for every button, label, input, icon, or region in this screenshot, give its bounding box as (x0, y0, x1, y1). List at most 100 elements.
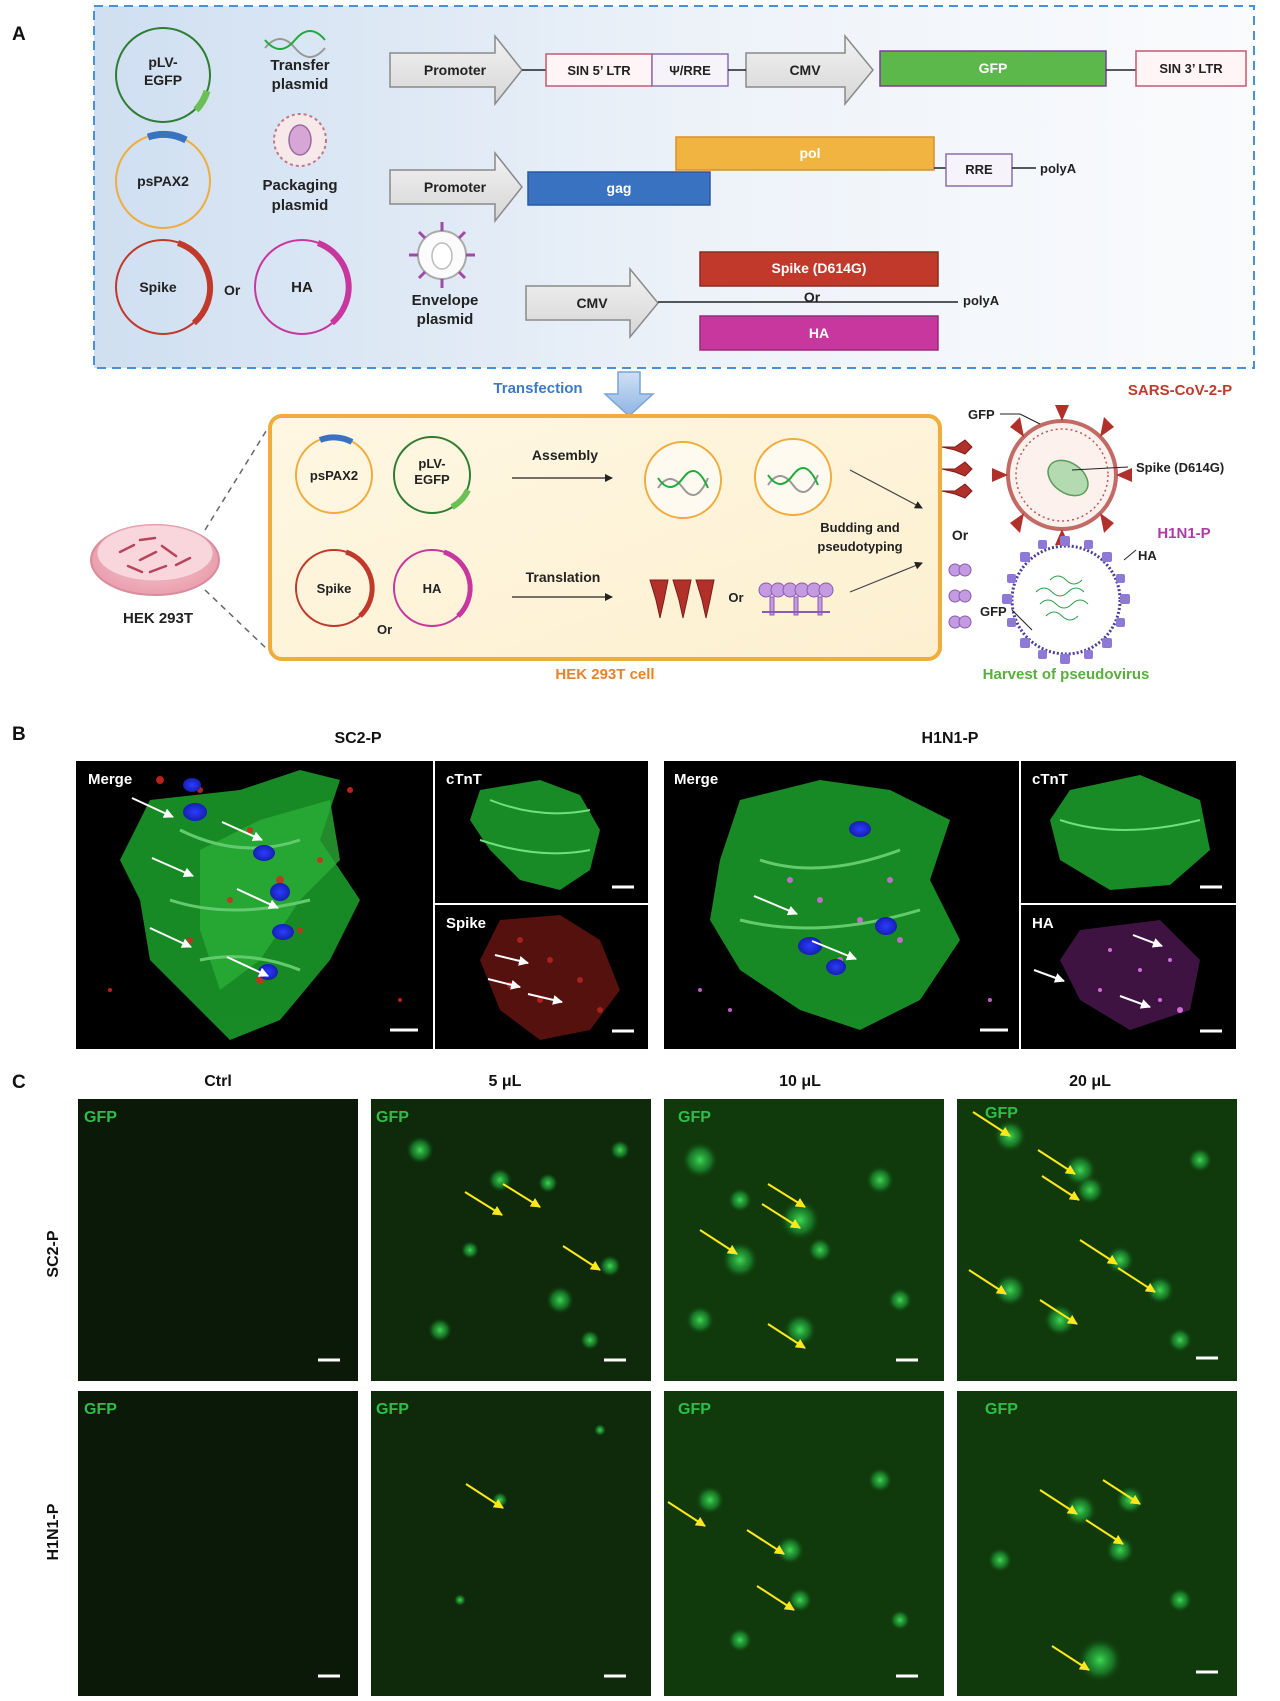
protein-or-label: Or (728, 590, 743, 605)
budding-arrow-bottom (849, 561, 923, 593)
plasmid-ha: HA (254, 239, 352, 335)
spike-d614g-box (699, 251, 939, 287)
gag-label: gag (607, 180, 632, 196)
sars-spike-label: Spike (D614G) (1136, 460, 1224, 475)
col-header-20ul: 20 μL (1069, 1073, 1111, 1090)
gfp-label-6: GFP (376, 1401, 409, 1418)
cell-plasmid-spike: Spike (295, 549, 375, 627)
gfp-h1n1-20ul: GFP (957, 1391, 1237, 1696)
gfp-box (879, 50, 1107, 87)
sc2-merge-image: Merge (76, 761, 433, 1049)
translation-label: Translation (526, 569, 601, 585)
gfp-h1n1-5ul: GFP (371, 1391, 651, 1696)
h1n1-merge-image: Merge (664, 761, 1019, 1049)
capsid-dna-1 (644, 441, 722, 519)
panel-b-h1n1-title: H1N1-P (922, 730, 979, 747)
gfp-label-7: GFP (678, 1401, 711, 1418)
gfp-label-4: GFP (985, 1105, 1018, 1122)
sars-gfp-label: GFP (968, 407, 995, 422)
construct-or-label: Or (804, 289, 821, 305)
budding-spikes (941, 439, 973, 499)
h1n1-ha-label: HA (1032, 915, 1054, 932)
cmv-label-1: CMV (789, 62, 821, 78)
sin3-label: SIN 3’ LTR (1159, 61, 1223, 76)
gfp-label: GFP (979, 60, 1008, 76)
spike-d614g-label: Spike (D614G) (772, 260, 867, 276)
polya-label-2: polyA (963, 293, 1000, 308)
plasmid-pspax2-label: psPAX2 (137, 173, 189, 189)
plasmid-ha-label: HA (291, 279, 313, 296)
h1n1-gfp-label: GFP (980, 604, 1007, 619)
plasmid-spike: Spike (115, 239, 214, 335)
pol-box (675, 136, 935, 171)
promoter-label-2: Promoter (424, 179, 487, 195)
sc2-ctnt-label: cTnT (446, 771, 482, 788)
gfp-sc2-ctrl: GFP (78, 1099, 358, 1381)
capsid-icon (273, 113, 327, 167)
gfp-label-2: GFP (376, 1109, 409, 1126)
gfp-label-1: GFP (84, 1109, 117, 1126)
h1n1-merge-label: Merge (674, 771, 718, 788)
cell-plv-label-2: EGFP (414, 472, 450, 487)
h1n1-ha-image: HA (1021, 905, 1236, 1049)
plasmid-plv-egfp: pLV- EGFP (115, 27, 211, 123)
rre-label: RRE (965, 162, 993, 177)
legend-envelope-2: plasmid (417, 311, 474, 328)
rre-box (945, 153, 1013, 187)
gfp-sc2-5ul: GFP (371, 1099, 651, 1381)
cell-plasmid-plv: pLV- EGFP (393, 436, 471, 514)
cell-plv-label-1: pLV- (418, 456, 445, 471)
col-header-ctrl: Ctrl (204, 1073, 232, 1090)
pol-label: pol (800, 145, 821, 161)
plasmid-plv-label-1: pLV- (148, 54, 178, 70)
gfp-label-8: GFP (985, 1401, 1018, 1418)
sin3-ltr-box (1135, 50, 1247, 87)
spike-proteins-icon (649, 579, 715, 619)
ha-box (699, 315, 939, 351)
sin5-label: SIN 5’ LTR (567, 63, 631, 78)
dish-label: HEK 293T (123, 610, 193, 627)
sc2-ctnt-image: cTnT (435, 761, 648, 903)
col-header-5ul: 5 μL (489, 1073, 522, 1090)
ha-box-label: HA (809, 325, 829, 341)
row-label-h1n1: H1N1-P (45, 1503, 62, 1560)
budding-ha (948, 563, 972, 629)
sars-title: SARS-CoV-2-P (1128, 382, 1232, 399)
gfp-h1n1-ctrl: GFP (78, 1391, 358, 1696)
ha-proteins-icon (758, 582, 834, 616)
cell-ha-label: HA (423, 581, 442, 596)
legend-packaging-2: plasmid (272, 197, 329, 214)
promoter-arrow-1 (389, 33, 523, 107)
psi-rre-label: Ψ/RRE (669, 63, 711, 78)
gfp-sc2-10ul: GFP (664, 1099, 944, 1381)
polya-label-1: polyA (1040, 161, 1077, 176)
plasmid-spike-label: Spike (139, 279, 177, 295)
petri-dish-icon (90, 524, 220, 596)
sc2-spike-label: Spike (446, 915, 486, 932)
cell-or-label-1: Or (377, 622, 392, 637)
zoom-line-top (204, 427, 269, 531)
harvest-label: Harvest of pseudovirus (983, 666, 1150, 683)
transfection-label: Transfection (493, 380, 582, 397)
transfection-arrow (603, 371, 655, 418)
cell-pspax2-label: psPAX2 (310, 468, 358, 483)
gag-box (527, 171, 711, 206)
hek-cell-box (268, 414, 942, 661)
construct-packaging: Promoter pol gag RRE polyA (389, 136, 1077, 224)
panel-label-b: B (12, 724, 26, 745)
sars-virion-icon (992, 405, 1132, 545)
envelope-virion-icon (409, 222, 475, 288)
construct-envelope: CMV Spike (D614G) Or HA polyA (525, 251, 1000, 351)
promoter-label-1: Promoter (424, 62, 487, 78)
h1n1-title: H1N1-P (1157, 525, 1210, 542)
row-label-sc2: SC2-P (45, 1230, 62, 1277)
virion-or-label: Or (952, 527, 969, 543)
cmv-label-2: CMV (576, 295, 608, 311)
promoter-arrow-2 (389, 150, 523, 224)
cell-plasmid-ha: HA (393, 549, 473, 627)
cell-title: HEK 293T cell (555, 666, 654, 683)
dna-icon (264, 30, 326, 58)
sc2-spike-image: Spike (435, 905, 648, 1049)
cell-plasmid-pspax2: psPAX2 (295, 434, 373, 514)
